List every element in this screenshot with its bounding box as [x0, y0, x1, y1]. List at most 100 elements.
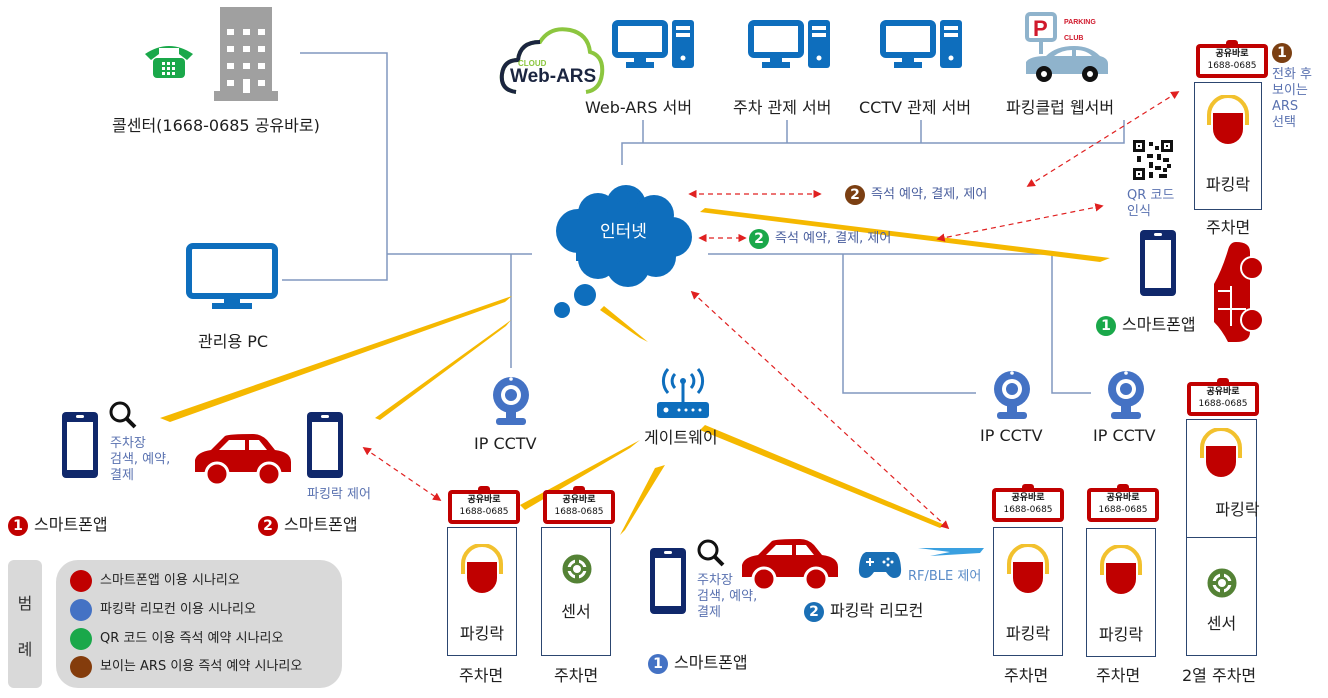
call-center-label: 콜센터(1668-0685 공유바로): [112, 116, 320, 135]
slot-device-label: 센서: [561, 602, 591, 621]
note-line: 검색, 예약,: [697, 589, 758, 604]
parking-lock-icon: [1007, 544, 1049, 593]
smartphone-icon: [60, 410, 100, 484]
cctv-camera-icon: [991, 370, 1033, 424]
search-note: 주차장 검색, 예약, 결제: [110, 436, 170, 484]
legend-label: QR 코드 이용 즉석 예약 시나리오: [100, 631, 284, 646]
svg-text:PARKING: PARKING: [1064, 19, 1096, 26]
parking-slot-top-right: 파킹락: [1194, 82, 1262, 210]
gateway-label: 게이트웨이: [644, 428, 718, 447]
wired-network-lines: [282, 52, 1125, 394]
web-ars-logo: CLOUD Web-ARS: [498, 20, 606, 100]
qr-label-line: QR 코드: [1127, 188, 1175, 203]
note-line: 주차장: [697, 573, 733, 588]
connection-text: 즉석 예약, 결제, 제어: [775, 231, 892, 246]
legend-item-remote: 파킹락 리모컨 이용 시나리오: [70, 598, 256, 621]
qr-instant-connection-label: 2 즉석 예약, 결제, 제어: [749, 227, 891, 249]
internet-cloud: 인터넷: [548, 185, 694, 324]
legend-dot-blue: [70, 598, 92, 621]
step-badge: 1: [8, 515, 28, 536]
sensor-icon: [1207, 568, 1237, 598]
gateway-router-icon: [655, 364, 711, 426]
legend-item-ars: 보이는 ARS 이용 즉석 예약 시나리오: [70, 655, 302, 678]
step-badge: 2: [749, 228, 769, 249]
phone-icon: [143, 40, 195, 84]
parking-slot: 센서: [541, 527, 611, 656]
step-label-text: 스마트폰앱: [284, 515, 358, 534]
slot-caption: 주차면: [459, 666, 504, 685]
server-label-web-ars: Web-ARS 서버: [585, 98, 693, 117]
slot-device-label: 파킹락: [1005, 624, 1051, 643]
smartphone-icon: [648, 546, 688, 620]
rf-ble-control-label: RF/BLE 제어: [908, 569, 982, 584]
cctv-camera-icon: [1105, 370, 1147, 424]
svg-text:CLOUD: CLOUD: [518, 59, 547, 68]
smartphone-icon: [305, 410, 345, 484]
building-icon: [214, 5, 278, 105]
gamepad-remote-icon: [858, 550, 902, 584]
step-badge: 2: [258, 515, 278, 536]
qr-label-line: 인식: [1127, 204, 1151, 219]
legend-item-qr: QR 코드 이용 즉석 예약 시나리오: [70, 627, 283, 650]
legend-dot-green: [70, 627, 92, 650]
parking-slot: 파킹락: [447, 527, 517, 656]
server-label-parking-club-web: 파킹클럽 웹서버: [1006, 98, 1115, 117]
legend-label: 스마트폰앱 이용 시나리오: [100, 573, 240, 588]
search-note: 주차장 검색, 예약, 결제: [697, 573, 757, 621]
car-icon: [740, 537, 840, 595]
line-to-cctv-2: [842, 254, 976, 394]
cctv-label: IP CCTV: [1093, 426, 1156, 445]
qr-smartphone-label: 1 스마트폰앱: [1096, 311, 1196, 336]
step-badge: 2: [845, 184, 865, 205]
server-label-parking-control: 주차 관제 서버: [733, 98, 832, 117]
server-icon-web-ars: [612, 20, 696, 74]
parking-lock-icon: [1200, 428, 1242, 477]
slot-caption: 2열 주차면: [1182, 666, 1257, 685]
line-callcenter-pc: [282, 52, 388, 281]
monitor-icon: [186, 243, 278, 315]
step-badge: 1: [648, 653, 668, 674]
qr-code-label: QR 코드 인식: [1127, 188, 1174, 220]
search-icon: [108, 400, 138, 434]
slot-caption: 주차면: [1004, 666, 1049, 685]
legend-title-char: 범: [17, 594, 33, 613]
qr-code-icon: [1133, 140, 1173, 184]
legend: 스마트폰앱 이용 시나리오 파킹락 리모컨 이용 시나리오 QR 코드 이용 즉…: [56, 560, 342, 688]
slot-device-label: 파킹락: [1098, 625, 1144, 644]
ars-call-line: 선택: [1272, 114, 1296, 130]
ars-call-annotation: 1 전화 후 보이는 ARS 선택: [1272, 42, 1312, 131]
step-badge: 2: [804, 601, 824, 622]
legend-dot-red: [70, 569, 92, 592]
legend-item-smartphone: 스마트폰앱 이용 시나리오: [70, 569, 240, 592]
step-badge: 1: [1272, 42, 1292, 63]
svg-text:CLUB: CLUB: [1064, 35, 1083, 42]
cctv-label: IP CCTV: [474, 434, 537, 453]
smartphone-icon: [1138, 228, 1178, 302]
parking-club-logo: P PARKING CLUB: [1024, 12, 1114, 88]
server-icon-cctv-control: [880, 20, 964, 74]
legend-dot-brown: [70, 655, 92, 678]
ars-call-line: 보이는: [1272, 82, 1308, 98]
note-line: 주차장: [110, 436, 146, 451]
parking-lock-icon: [1207, 95, 1249, 144]
ars-call-line: 전화 후: [1272, 66, 1313, 82]
note-line: 결제: [110, 468, 134, 483]
server-icon-parking-control: [748, 20, 832, 74]
ars-call-line: ARS: [1272, 98, 1299, 114]
svg-text:P: P: [1033, 16, 1048, 41]
parking-lock-icon: [461, 544, 503, 593]
server-bus: [621, 120, 1125, 165]
step-badge: 1: [1096, 315, 1116, 336]
smartphone-label-text: 스마트폰앱: [1122, 315, 1196, 334]
note-line: 검색, 예약,: [110, 452, 171, 467]
cctv-label: IP CCTV: [980, 426, 1043, 445]
slot-caption: 주차면: [1096, 666, 1141, 685]
slot-device-label: 파킹락: [1205, 175, 1251, 194]
